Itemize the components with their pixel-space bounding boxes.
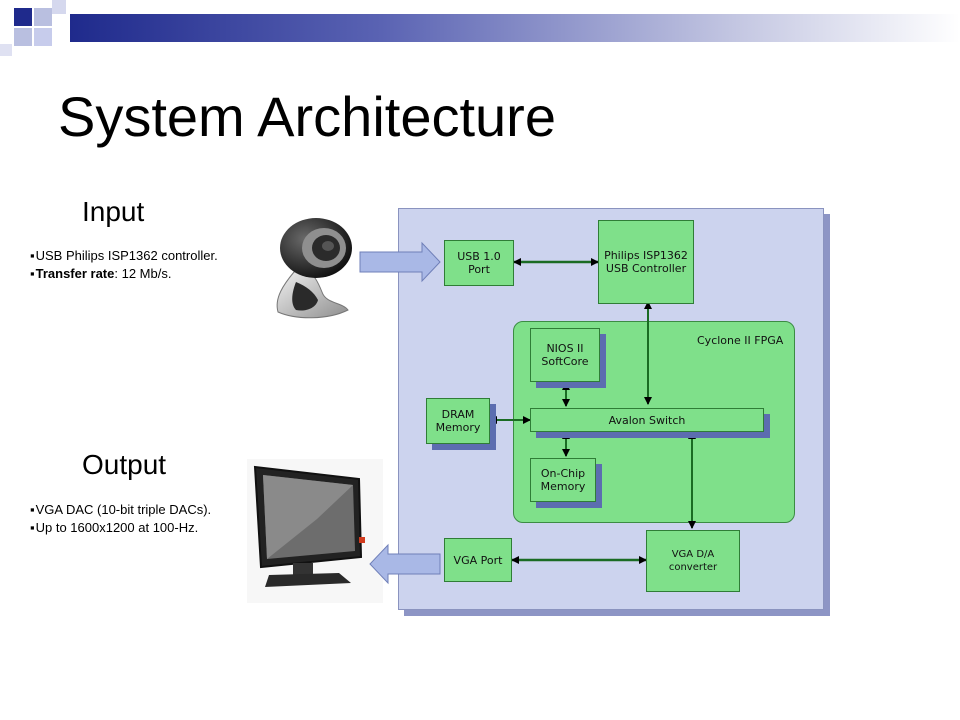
usb-port-line1: USB 1.0 <box>457 250 501 263</box>
output-bullet-dac: VGA DAC (10-bit triple DACs). <box>30 501 212 519</box>
output-heading: Output <box>82 449 167 480</box>
fpga-label: Cyclone II FPGA <box>697 334 784 347</box>
vga-port-label: VGA Port <box>453 553 503 567</box>
header-gradient-bar <box>70 14 960 42</box>
webcam-icon <box>276 218 352 319</box>
dram-line1: DRAM <box>441 408 475 421</box>
vga-da-converter-block: VGA D/A converter <box>646 530 740 592</box>
nios-line1: NIOS II <box>546 342 584 355</box>
philips-line2: USB Controller <box>605 262 687 275</box>
slide-title: System Architecture <box>58 85 556 148</box>
output-bullet-res: Up to 1600x1200 at 100-Hz. <box>30 519 211 537</box>
input-heading: Input <box>82 196 145 227</box>
monitor-icon <box>247 459 383 603</box>
input-arrow <box>359 241 441 283</box>
onchip-line2: Memory <box>540 480 586 493</box>
output-arrow <box>369 543 441 585</box>
philips-line1: Philips ISP1362 <box>604 249 688 262</box>
output-bullets: VGA DAC (10-bit triple DACs). Up to 1600… <box>30 501 212 537</box>
dram-line2: Memory <box>435 421 481 434</box>
input-bullet-rate: Transfer rate: 12 Mb/s. <box>30 265 218 283</box>
onchip-line1: On-Chip <box>540 467 586 480</box>
nios-line2: SoftCore <box>541 355 589 368</box>
input-bullets: USB Philips ISP1362 controller. Transfer… <box>30 247 218 283</box>
avalon-switch-block: Avalon Switch <box>530 408 764 432</box>
vga-port-block: VGA Port <box>444 538 512 582</box>
input-bullet-usb: USB Philips ISP1362 controller. <box>30 247 218 265</box>
vga-da-line1: VGA D/A <box>671 549 715 560</box>
vga-da-line2: converter <box>668 562 718 573</box>
avalon-label: Avalon Switch <box>608 413 686 427</box>
usb-port-line2: Port <box>468 263 490 276</box>
